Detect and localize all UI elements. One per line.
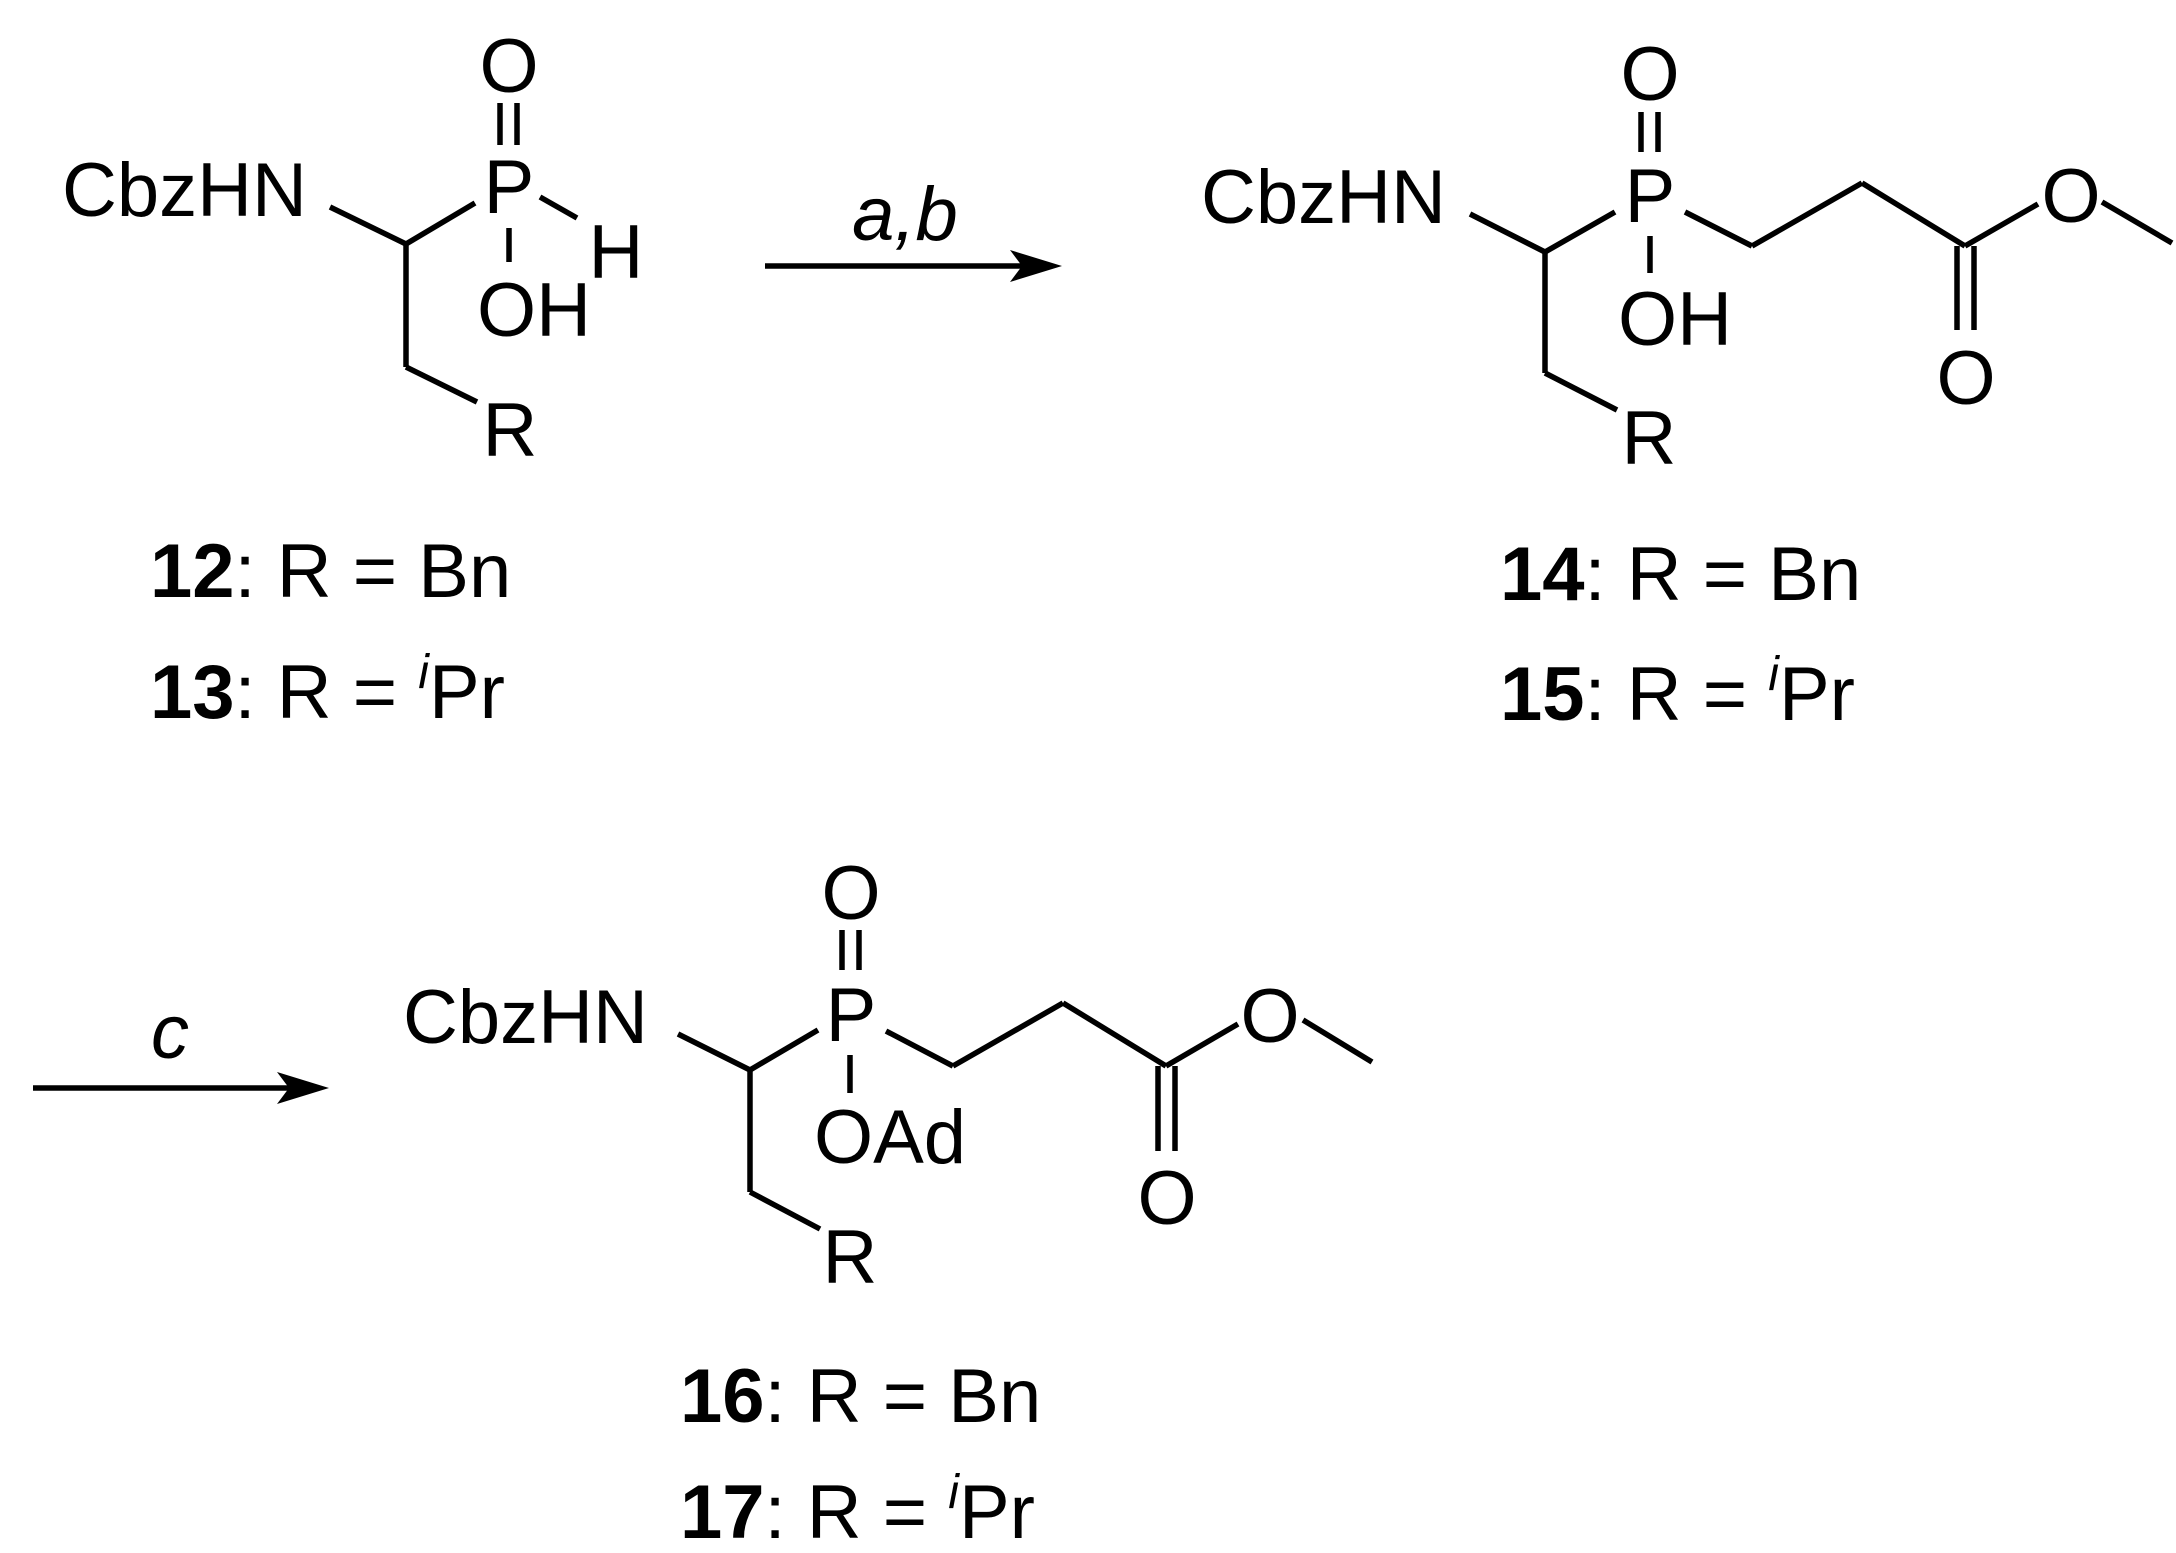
compound-caption: 14: R = Bn xyxy=(1500,532,1861,617)
caption-separator: : xyxy=(1585,652,1627,737)
bond-c2-c3 xyxy=(1061,1000,1168,1069)
arrow-head xyxy=(1010,250,1062,282)
bond-c2-c3 xyxy=(1860,180,1967,249)
caption-r-equals: R = xyxy=(1627,532,1769,617)
caption-r-equals: R = xyxy=(277,529,419,614)
atom-oxygen-double: O xyxy=(821,851,880,936)
substituent-label: Pr xyxy=(959,1470,1035,1553)
bond-n-ca xyxy=(1468,211,1547,255)
atom-r: R xyxy=(1622,396,1677,481)
bond-p-c1 xyxy=(1683,209,1754,249)
bonds-product xyxy=(676,930,1374,1232)
substituent-label: Bn xyxy=(948,1354,1041,1439)
atom-oadamantyl: OAd xyxy=(814,1095,966,1180)
atom-oxygen-carbonyl: O xyxy=(1936,336,1995,421)
atom-cbzhn: CbzHN xyxy=(62,148,307,233)
compound-number: 15 xyxy=(1500,652,1585,737)
bond-n-ca xyxy=(676,1031,752,1073)
bond-ca-p xyxy=(748,1027,820,1073)
bond-c1-c2 xyxy=(951,1000,1065,1069)
bond-ca-p xyxy=(404,200,477,247)
atom-oxygen-carbonyl: O xyxy=(1137,1156,1196,1241)
bond-ca-p xyxy=(1543,209,1617,255)
atom-oxygen-double: O xyxy=(1620,32,1679,117)
atom-phosphorus: P xyxy=(826,973,877,1058)
compound-caption: 15: R = iPr xyxy=(1500,648,1855,737)
bonds-starting-material xyxy=(328,103,579,405)
bond-o-methyl xyxy=(2100,199,2174,246)
substituent-label: Bn xyxy=(1768,532,1861,617)
reaction-arrow-2: c xyxy=(33,990,329,1104)
reaction-conditions-label: a,b xyxy=(852,172,958,257)
caption-r-equals: R = xyxy=(807,1470,949,1553)
reaction-conditions-label: c xyxy=(151,990,189,1075)
caption-separator: : xyxy=(1585,532,1627,617)
atom-oxygen-ester: O xyxy=(2041,154,2100,239)
superscript-iso: i xyxy=(948,1466,960,1519)
compound-number: 16 xyxy=(680,1354,765,1439)
caption-separator: : xyxy=(235,650,277,735)
atom-hydroxyl: OH xyxy=(1618,277,1732,362)
intermediate-structure: CbzHN P O OH O O R xyxy=(1201,32,2174,481)
bond-c1-c2 xyxy=(1750,180,1864,249)
bond-c3-o-ester xyxy=(1164,1021,1240,1069)
bonds-intermediate xyxy=(1468,112,2174,413)
caption-r-equals: R = xyxy=(277,650,419,735)
compound-number: 14 xyxy=(1500,532,1585,617)
bond-p-h xyxy=(538,194,579,221)
atom-hydroxyl: OH xyxy=(477,268,591,353)
bond-c3-o-ester xyxy=(1963,201,2040,249)
caption-separator: : xyxy=(765,1470,807,1553)
bond-ch2-r xyxy=(1543,370,1619,413)
starting-material-structure: CbzHN P O H OH R xyxy=(62,24,643,473)
atom-cbzhn: CbzHN xyxy=(403,975,648,1060)
arrow-head xyxy=(277,1072,329,1104)
superscript-iso: i xyxy=(1768,648,1780,701)
atom-oxygen-ester: O xyxy=(1240,974,1299,1059)
atom-r: R xyxy=(823,1215,878,1300)
caption-separator: : xyxy=(765,1354,807,1439)
compound-caption: 17: R = iPr xyxy=(680,1466,1035,1553)
atom-phosphorus: P xyxy=(484,145,535,230)
compound-caption: 16: R = Bn xyxy=(680,1354,1041,1439)
atom-r: R xyxy=(483,388,538,473)
compound-number: 17 xyxy=(680,1470,765,1553)
substituent-label: Bn xyxy=(418,529,511,614)
substituent-label: Pr xyxy=(429,650,505,735)
atom-hydrogen: H xyxy=(589,210,644,295)
caption-r-equals: R = xyxy=(807,1354,949,1439)
superscript-iso: i xyxy=(418,646,430,699)
caption-compounds-16-17: 16: R = Bn 17: R = iPr xyxy=(680,1354,1041,1553)
compound-caption: 12: R = Bn xyxy=(150,529,511,614)
product-structure: CbzHN P O OAd O O R xyxy=(403,851,1374,1300)
caption-r-equals: R = xyxy=(1627,652,1769,737)
atom-oxygen-double: O xyxy=(479,24,538,109)
caption-compounds-12-13: 12: R = Bn 13: R = iPr xyxy=(150,529,511,735)
bond-ch2-r xyxy=(404,364,479,405)
atom-cbzhn: CbzHN xyxy=(1201,155,1446,240)
caption-separator: : xyxy=(235,529,277,614)
caption-compounds-14-15: 14: R = Bn 15: R = iPr xyxy=(1500,532,1861,737)
compound-number: 12 xyxy=(150,529,235,614)
compound-caption: 13: R = iPr xyxy=(150,646,505,735)
reaction-arrow-1: a,b xyxy=(765,172,1062,282)
compound-number: 13 xyxy=(150,650,235,735)
bond-n-ca xyxy=(328,204,408,247)
bond-ch2-r xyxy=(748,1189,822,1232)
atom-phosphorus: P xyxy=(1625,154,1676,239)
bond-p-c1 xyxy=(884,1028,955,1069)
bond-o-methyl xyxy=(1301,1017,1374,1065)
substituent-label: Pr xyxy=(1779,652,1855,737)
